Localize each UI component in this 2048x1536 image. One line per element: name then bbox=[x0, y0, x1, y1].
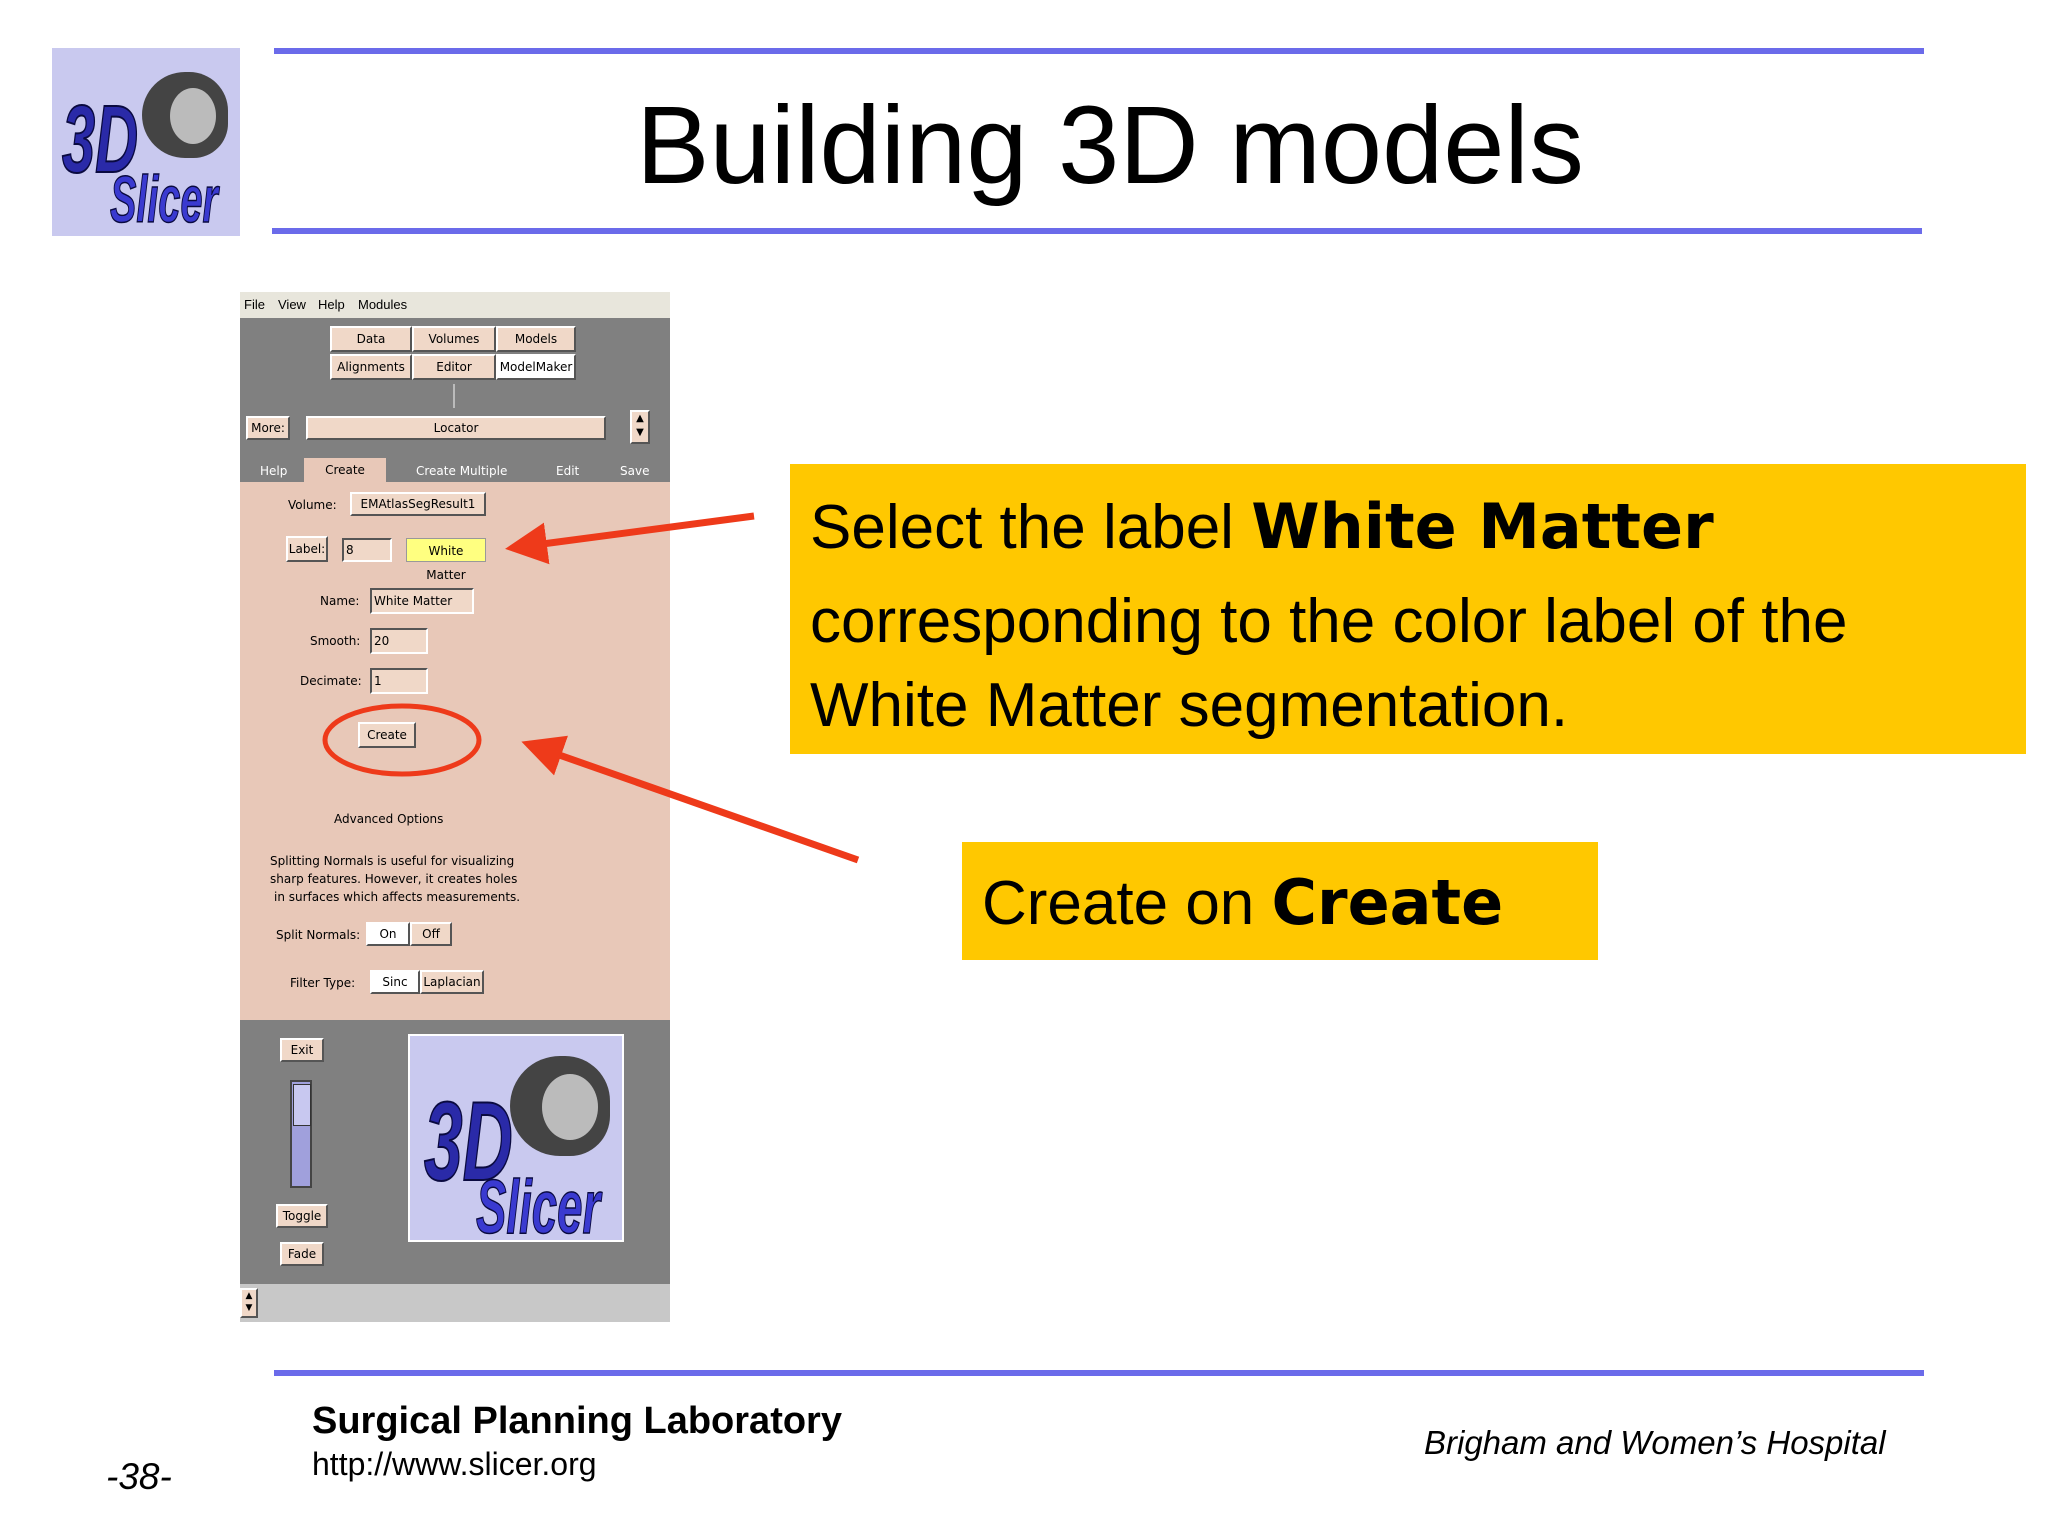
page-number: -38- bbox=[106, 1456, 172, 1497]
select-label-callout: Select the label White Matter correspond… bbox=[790, 464, 2026, 754]
advanced-options-title: Advanced Options bbox=[334, 812, 444, 826]
module-alignments-button[interactable]: Alignments bbox=[330, 354, 412, 380]
name-label: Name: bbox=[320, 594, 360, 608]
tab-save[interactable]: Save bbox=[620, 464, 650, 478]
create-callout-text: Create on Create bbox=[982, 866, 1504, 939]
create-callout: Create on Create bbox=[962, 842, 1598, 960]
label-button[interactable]: Label: bbox=[286, 536, 328, 562]
create-panel: Volume: EMAtlasSegResult1 Label: 8 White… bbox=[240, 482, 670, 1020]
slicer-logo: 3D Slicer bbox=[52, 48, 240, 236]
split-on-button[interactable]: On bbox=[366, 922, 410, 946]
split-help-line3: in surfaces which affects measurements. bbox=[274, 890, 521, 904]
decimate-label: Decimate: bbox=[300, 674, 362, 688]
module-editor-button[interactable]: Editor bbox=[412, 354, 496, 380]
menu-help[interactable]: Help bbox=[318, 297, 345, 312]
filter-laplacian-button[interactable]: Laplacian bbox=[420, 970, 484, 994]
label-name-display: White Matter bbox=[406, 538, 486, 582]
decimate-field[interactable]: 1 bbox=[370, 668, 428, 694]
volume-select-button[interactable]: EMAtlasSegResult1 bbox=[350, 492, 486, 516]
view-slicer-text: Slicer bbox=[476, 1165, 601, 1242]
menu-bar: File View Help Modules bbox=[240, 292, 670, 318]
split-help-line2: sharp features. However, it creates hole… bbox=[270, 872, 518, 886]
filter-type-label: Filter Type: bbox=[290, 976, 356, 990]
arrow-to-create bbox=[521, 735, 860, 864]
fade-button[interactable]: Fade bbox=[280, 1242, 324, 1266]
exit-button[interactable]: Exit bbox=[280, 1038, 324, 1062]
menu-view[interactable]: View bbox=[278, 297, 306, 312]
tab-help[interactable]: Help bbox=[260, 464, 288, 478]
app-logo-view: 3D Slicer bbox=[408, 1034, 624, 1242]
name-field[interactable]: White Matter bbox=[370, 588, 474, 614]
locator-button[interactable]: Locator bbox=[306, 416, 606, 440]
view-brain-detail-icon bbox=[542, 1074, 598, 1140]
create-highlight-ellipse bbox=[322, 703, 482, 777]
fade-slider-thumb[interactable] bbox=[293, 1084, 311, 1126]
module-volumes-button[interactable]: Volumes bbox=[412, 326, 496, 352]
toggle-button[interactable]: Toggle bbox=[276, 1204, 328, 1228]
logo-brain-detail-icon bbox=[170, 88, 216, 144]
bottom-scrollbar[interactable]: ▲▼ bbox=[240, 1284, 670, 1322]
select-callout-line1: Select the label White Matter bbox=[810, 490, 1714, 563]
title-rule-bottom bbox=[272, 228, 1922, 234]
split-off-button[interactable]: Off bbox=[410, 922, 452, 946]
arrow-to-label bbox=[505, 512, 755, 565]
logo-slicer-text: Slicer bbox=[110, 162, 219, 236]
scroll-arrows-icon[interactable]: ▲▼ bbox=[630, 410, 650, 444]
footer-lab-name: Surgical Planning Laboratory bbox=[312, 1400, 842, 1442]
menu-file[interactable]: File bbox=[244, 297, 265, 312]
split-normals-label: Split Normals: bbox=[276, 928, 361, 942]
more-button[interactable]: More: bbox=[246, 416, 290, 440]
slide-title: Building 3D models bbox=[636, 84, 1584, 207]
view-3d-text: 3D bbox=[423, 1079, 513, 1204]
select-callout-line2: corresponding to the color label of the bbox=[810, 587, 1848, 656]
fade-slider[interactable] bbox=[290, 1080, 312, 1188]
bottom-scroll-arrows-icon[interactable]: ▲▼ bbox=[240, 1288, 258, 1318]
tab-edit[interactable]: Edit bbox=[556, 464, 580, 478]
tab-create[interactable]: Create bbox=[304, 458, 386, 482]
module-divider bbox=[453, 384, 455, 408]
module-modelmaker-button[interactable]: ModelMaker bbox=[496, 354, 576, 380]
volume-label: Volume: bbox=[288, 498, 337, 512]
footer-rule bbox=[274, 1370, 1924, 1376]
label-value-field[interactable]: 8 bbox=[342, 538, 392, 562]
footer-hospital: Brigham and Women’s Hospital bbox=[1424, 1424, 1886, 1461]
create-button[interactable]: Create bbox=[358, 722, 416, 748]
filter-sinc-button[interactable]: Sinc bbox=[370, 970, 420, 994]
tab-create-multiple[interactable]: Create Multiple bbox=[416, 464, 508, 478]
module-data-button[interactable]: Data bbox=[330, 326, 412, 352]
logo-3d-text: 3D bbox=[61, 86, 139, 193]
title-rule-top bbox=[274, 48, 1924, 54]
select-callout-line3: White Matter segmentation. bbox=[810, 671, 1569, 740]
smooth-field[interactable]: 20 bbox=[370, 628, 428, 654]
smooth-label: Smooth: bbox=[310, 634, 361, 648]
module-models-button[interactable]: Models bbox=[496, 326, 576, 352]
split-help-line1: Splitting Normals is useful for visualiz… bbox=[270, 854, 515, 868]
footer-url[interactable]: http://www.slicer.org bbox=[312, 1446, 597, 1482]
slicer-app-window: File View Help Modules Data Volumes Mode… bbox=[240, 292, 670, 1322]
menu-modules[interactable]: Modules bbox=[358, 297, 408, 312]
